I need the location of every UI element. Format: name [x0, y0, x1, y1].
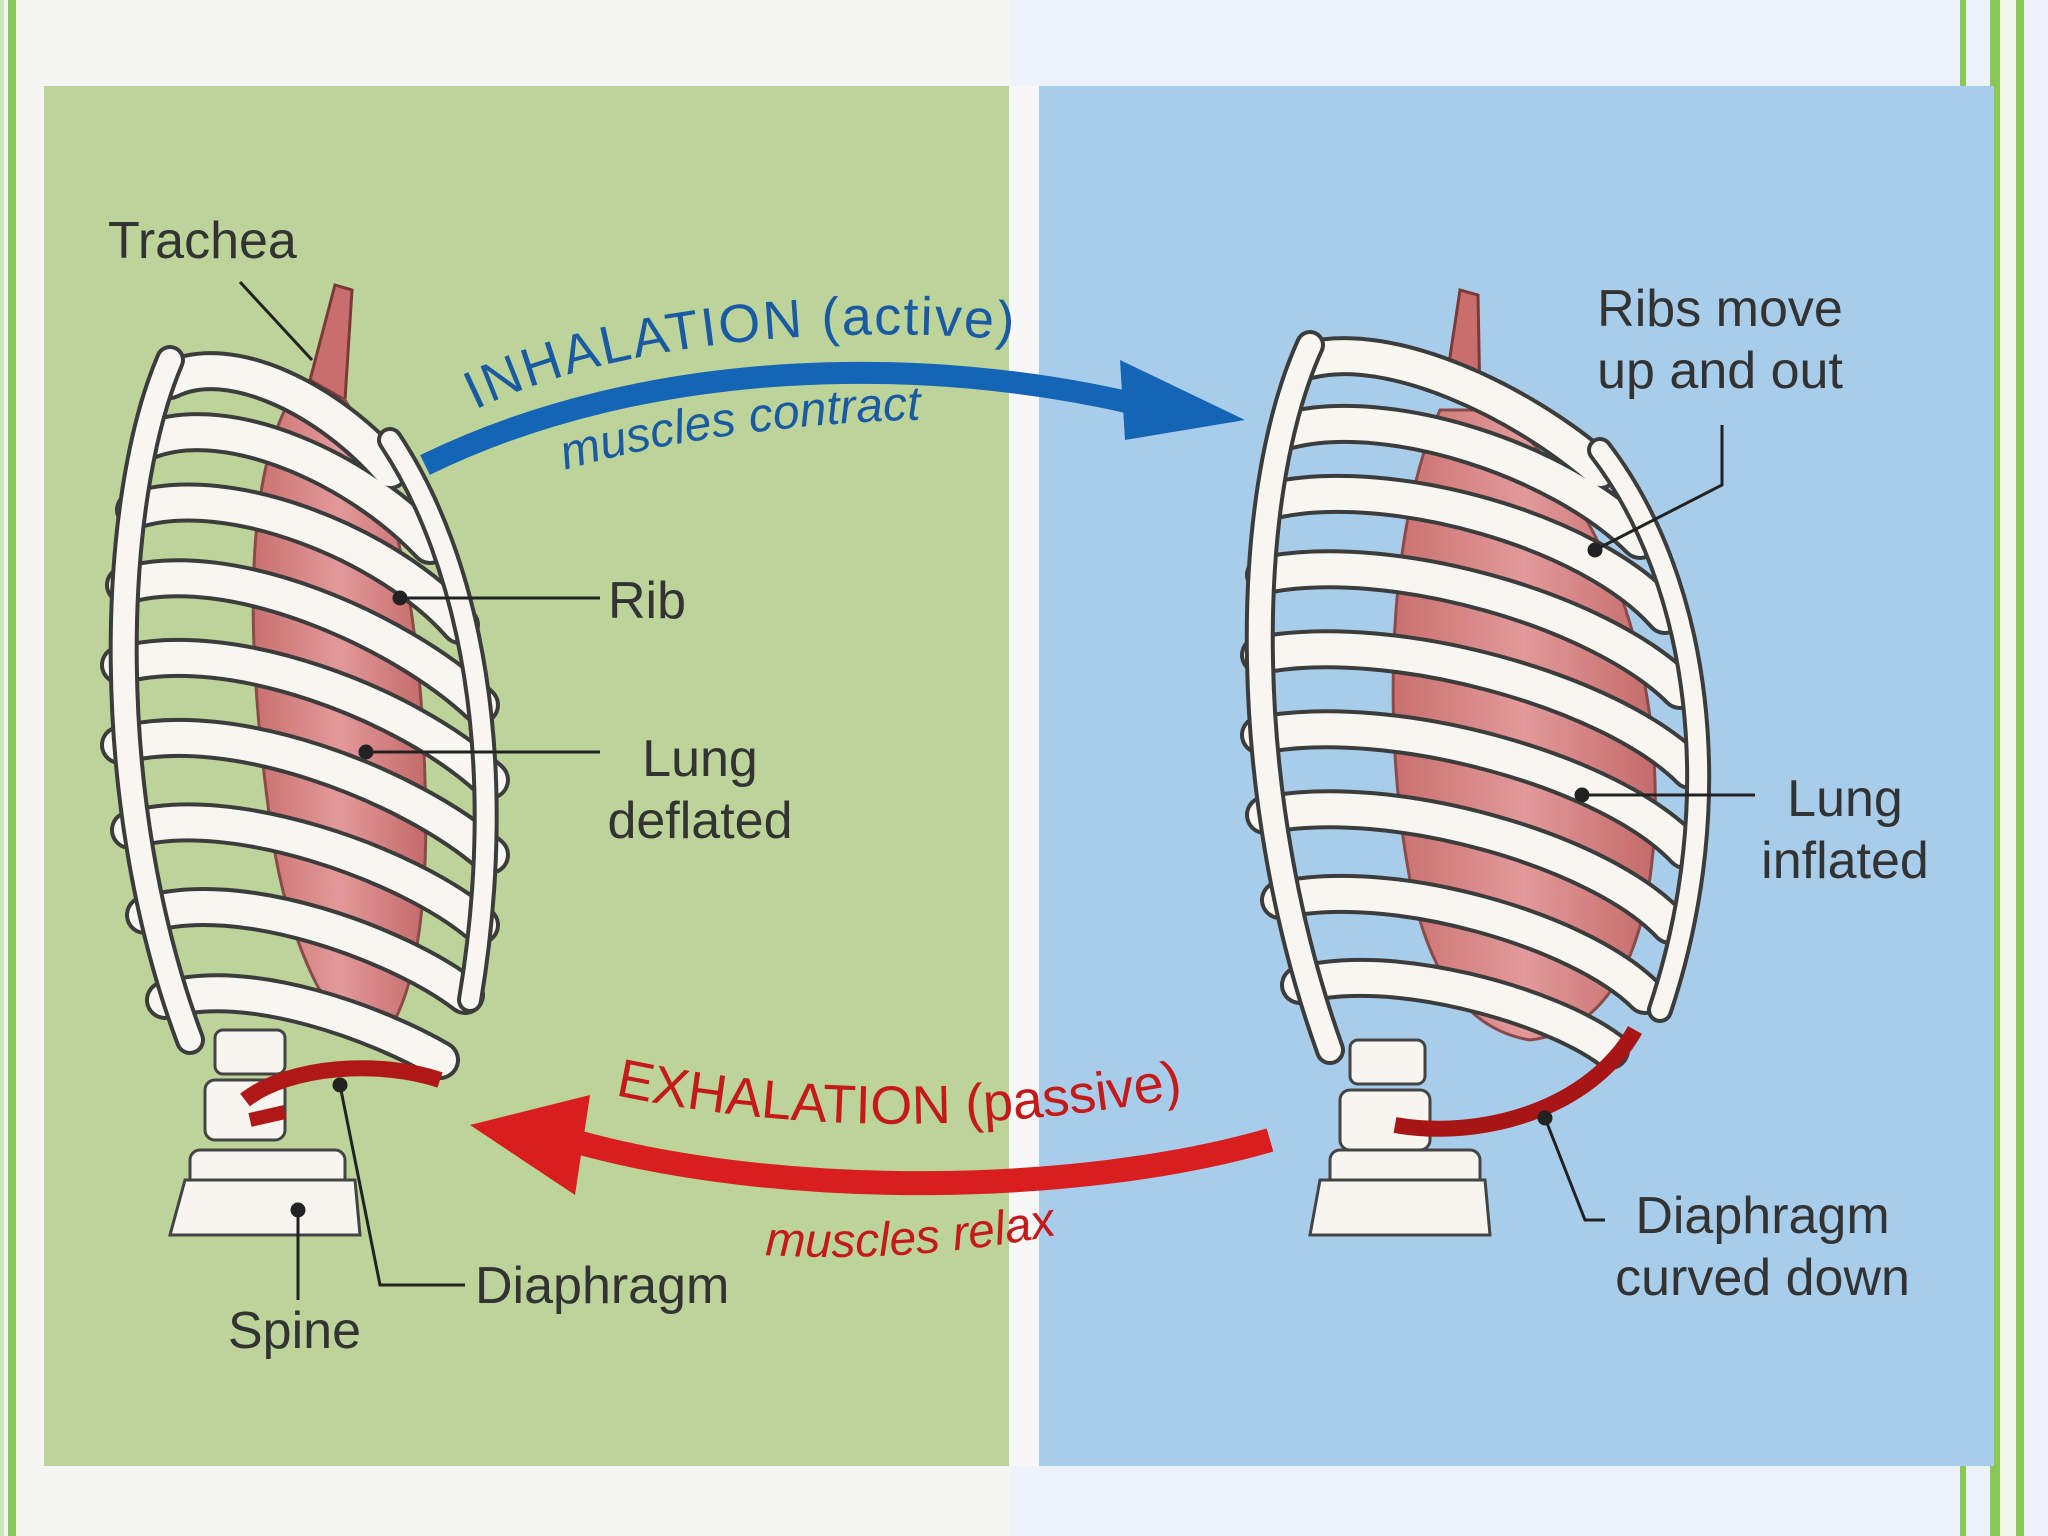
label-diaphragm-right-line2: curved down: [1615, 1249, 1910, 1307]
label-lung-inflated-line1: Lung: [1787, 770, 1903, 828]
diaphragm-left: [240, 1060, 443, 1107]
label-ribs-move-line2: up and out: [1597, 342, 1843, 400]
label-diaphragm-right-line1: Diaphragm: [1635, 1187, 1890, 1245]
label-lung-deflated-line1: Lung: [642, 730, 758, 788]
decorative-border-right-inner: [2000, 0, 2016, 1536]
leader-lines: [238, 280, 1755, 1300]
ribcage-right: [1240, 288, 1712, 1237]
label-lung-deflated: Lung deflated: [585, 728, 815, 852]
decorative-border-left: [8, 0, 16, 1536]
label-lung-inflated: Lung inflated: [1735, 768, 1955, 892]
spine-right: [1308, 1038, 1492, 1237]
label-diaphragm-right: Diaphragm curved down: [1590, 1185, 1935, 1309]
diaphragm-right: [1393, 1025, 1642, 1137]
exhalation-title: EXHALATION (passive): [613, 1048, 1186, 1136]
decorative-border-left-light: [0, 0, 4, 1536]
trachea-left: [308, 283, 354, 403]
label-lung-inflated-line2: inflated: [1761, 832, 1929, 890]
ribcage-left: [100, 283, 510, 1237]
label-spine: Spine: [228, 1302, 361, 1360]
panel-divider: [1009, 86, 1039, 1466]
label-trachea: Trachea: [108, 212, 297, 270]
label-rib: Rib: [608, 572, 687, 630]
exhalation-arrow: [470, 1095, 1274, 1196]
exhalation-subtitle: muscles relax: [765, 1193, 1062, 1268]
inhalation-arrow: [420, 360, 1245, 475]
label-ribs-move: Ribs move up and out: [1565, 278, 1875, 402]
label-lung-deflated-line2: deflated: [607, 792, 793, 850]
label-ribs-move-line1: Ribs move: [1597, 280, 1843, 338]
spine-left: [168, 1028, 362, 1237]
label-diaphragm-left: Diaphragm: [475, 1257, 730, 1315]
